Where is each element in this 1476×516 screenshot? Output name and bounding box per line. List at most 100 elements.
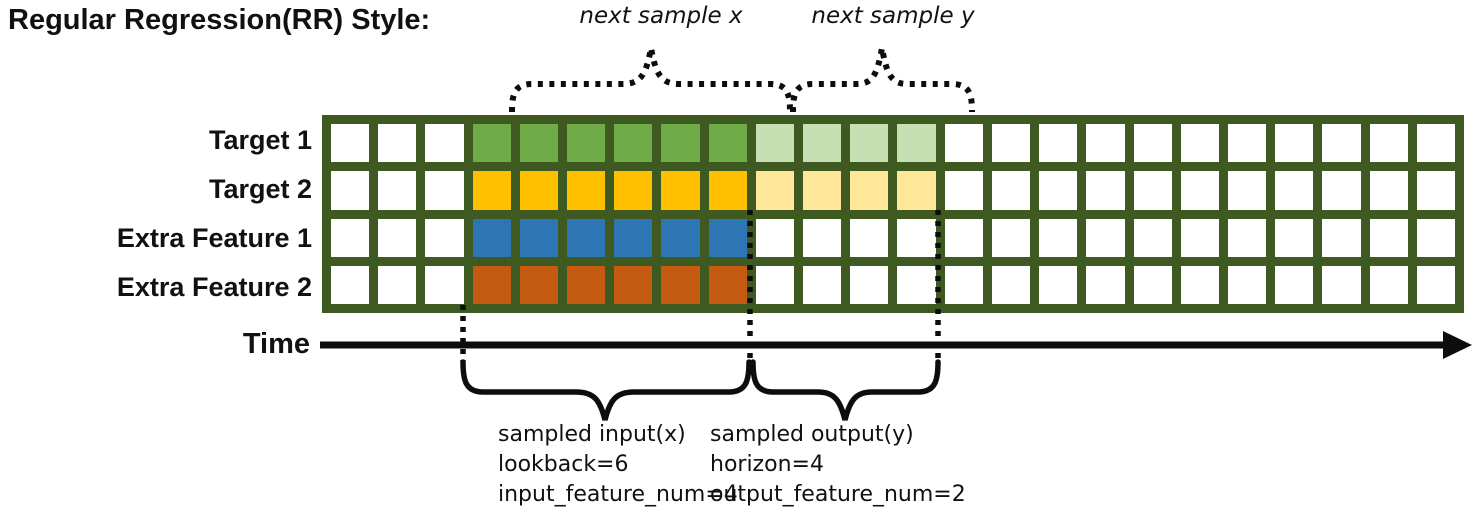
next-sample-y-brace [790,47,975,113]
grid-cell [1227,171,1267,210]
grid-cell [897,124,936,163]
grid-cell [519,218,559,257]
grid-cell [1275,124,1314,163]
grid-cell [425,171,464,210]
time-axis-arrowhead [1443,331,1472,359]
horizon-value: horizon=4 [710,452,824,477]
row-label-target-2: Target 2 [208,174,312,204]
grid-cell [661,218,700,257]
grid-cell [1227,218,1267,257]
grid-cell [614,124,653,163]
grid-cell [1086,265,1125,304]
grid-cell [991,124,1031,163]
sampled-output-brace [750,359,941,421]
time-axis-label: Time [242,328,310,360]
grid-cell [850,218,889,257]
sampled-input-brace [460,359,752,421]
diagram-title: Regular Regression(RR) Style: [8,4,431,36]
grid-cell [1086,218,1125,257]
grid-cell [378,171,417,210]
grid-cell [567,124,606,163]
grid-cell [378,218,417,257]
grid-cell [472,265,511,304]
grid-cell [519,265,559,304]
grid-cell [1369,265,1408,304]
grid-cell [1275,218,1314,257]
grid-cell [944,265,983,304]
grid-cell [661,265,700,304]
grid-cell [331,124,370,163]
grid-cell [755,171,795,210]
grid-cell [472,124,511,163]
grid-cell [1369,124,1408,163]
next-sample-y-label: next sample y [811,3,975,29]
grid-cell [897,218,936,257]
grid-cell [425,218,464,257]
grid-cell [1227,265,1267,304]
grid-cell [755,124,795,163]
grid-cell [1416,124,1455,163]
grid-cell [1322,265,1361,304]
grid-cell [331,171,370,210]
grid-cell [803,124,842,163]
grid-cell [1369,171,1408,210]
grid-cell [567,171,606,210]
grid-cell [519,171,559,210]
grid-cell [850,171,889,210]
grid-cell [1322,218,1361,257]
next-sample-x-brace [509,47,793,113]
grid-cell [1133,218,1172,257]
grid-cell [991,218,1031,257]
grid-cell [897,265,936,304]
sampled-output-title: sampled output(y) [710,422,914,447]
grid-cell [661,171,700,210]
row-label-extra-feature-1: Extra Feature 1 [116,223,312,253]
grid-cell [1416,265,1455,304]
grid-cell [614,265,653,304]
grid-cell [1039,124,1078,163]
sampled-input-title: sampled input(x) [498,422,686,447]
grid-cell [1275,171,1314,210]
grid-cell [567,265,606,304]
grid-cell [614,218,653,257]
grid-cell [1275,265,1314,304]
grid-cell [755,265,795,304]
grid-cell [991,171,1031,210]
row-label-target-1: Target 1 [208,125,312,155]
grid-cell [944,124,983,163]
grid-cell [331,218,370,257]
grid-cell [803,171,842,210]
grid-cell [425,124,464,163]
sampled-input-summary: sampled input(x) lookback=6 input_featur… [498,420,738,510]
grid-cell [755,218,795,257]
grid-cell [378,265,417,304]
row-label-extra-feature-2: Extra Feature 2 [116,272,312,302]
grid-cell [944,171,983,210]
grid-cell [803,265,842,304]
grid-cell [803,218,842,257]
grid-cell [331,265,370,304]
sampled-output-summary: sampled output(y) horizon=4 output_featu… [710,420,966,510]
grid-cell [472,218,511,257]
grid-cell [1322,171,1361,210]
grid-cell [661,124,700,163]
grid-cell [944,218,983,257]
grid-cell [1086,124,1125,163]
grid-cell [850,265,889,304]
grid-cell [1416,218,1455,257]
grid-cell [897,171,936,210]
grid-cell [1322,124,1361,163]
grid-cell [1180,171,1219,210]
lookback-value: lookback=6 [498,452,629,477]
grid-cell [1039,265,1078,304]
grid-cell [1416,171,1455,210]
grid-cell [614,171,653,210]
grid-cell [425,265,464,304]
grid-cell [472,171,511,210]
grid-cell [708,265,747,304]
grid-cell [1039,218,1078,257]
grid-cell [1227,124,1267,163]
grid-cell [567,218,606,257]
time-grid [322,115,1464,313]
